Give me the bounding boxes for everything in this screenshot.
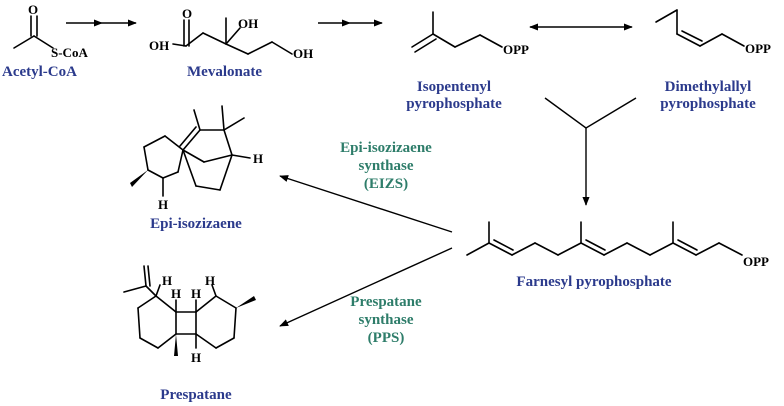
mevalonate-structure: O OH OH OH (149, 6, 313, 61)
eizs-label-line1: Epi-isozizaene (340, 140, 432, 156)
pps-label-line1: Prespatane (350, 294, 422, 310)
eizs-label-line3: (EIZS) (364, 176, 408, 192)
epi-isozizaene-name: Epi-isozizaene (150, 216, 242, 232)
mevalonate-oxygen-label: O (182, 6, 192, 21)
prespatane-h-1: H (162, 273, 172, 288)
prespatane-h-5: H (191, 350, 201, 365)
dmapp-name-line2: pyrophosphate (660, 96, 756, 112)
dmapp-opp-label: OPP (745, 41, 771, 56)
pps-label-line3: (PPS) (368, 330, 405, 346)
arrow-fpp-to-epi-isozizaene (279, 175, 453, 233)
eizs-label-line2: synthase (358, 158, 413, 174)
prespatane-h-3: H (191, 286, 201, 301)
fpp-opp-label: OPP (743, 254, 769, 269)
mevalonate-tertiary-oh-label: OH (238, 16, 258, 31)
ipp-name-line2: pyrophosphate (406, 96, 502, 112)
fpp-structure: OPP (466, 221, 769, 269)
prespatane-h-2: H (171, 286, 181, 301)
mevalonate-name: Mevalonate (187, 64, 262, 80)
epi-isozizaene-h-right: H (253, 151, 263, 166)
ipp-name-line1: Isopentenyl (417, 79, 491, 95)
prespatane-structure: H H H H H (123, 265, 256, 365)
dmapp-name-line1: Dimethylallyl (665, 79, 752, 95)
arrow-fpp-to-prespatane (279, 247, 453, 327)
prespatane-h-4: H (205, 273, 215, 288)
ipp-structure: OPP (411, 11, 529, 57)
epi-isozizaene-h-bottom: H (158, 197, 168, 212)
pps-label-line2: synthase (358, 312, 413, 328)
mevalonate-acid-oh-label: OH (149, 38, 169, 53)
epi-isozizaene-structure: H H (130, 105, 263, 212)
acetyl-coa-name: Acetyl-CoA (2, 64, 77, 80)
ipp-opp-label: OPP (503, 42, 529, 57)
dmapp-structure: OPP (655, 9, 771, 56)
prespatane-name: Prespatane (160, 387, 232, 403)
acetyl-coa-oxygen-label: O (28, 2, 38, 17)
acetyl-coa-scoa-label: S-CoA (51, 45, 88, 60)
acetyl-coa-structure: O S-CoA (13, 2, 88, 60)
mevalonate-primary-oh-label: OH (293, 46, 313, 61)
fpp-name: Farnesyl pyrophosphate (516, 274, 672, 290)
arrow-ipp-dmapp-to-fpp (544, 97, 637, 206)
